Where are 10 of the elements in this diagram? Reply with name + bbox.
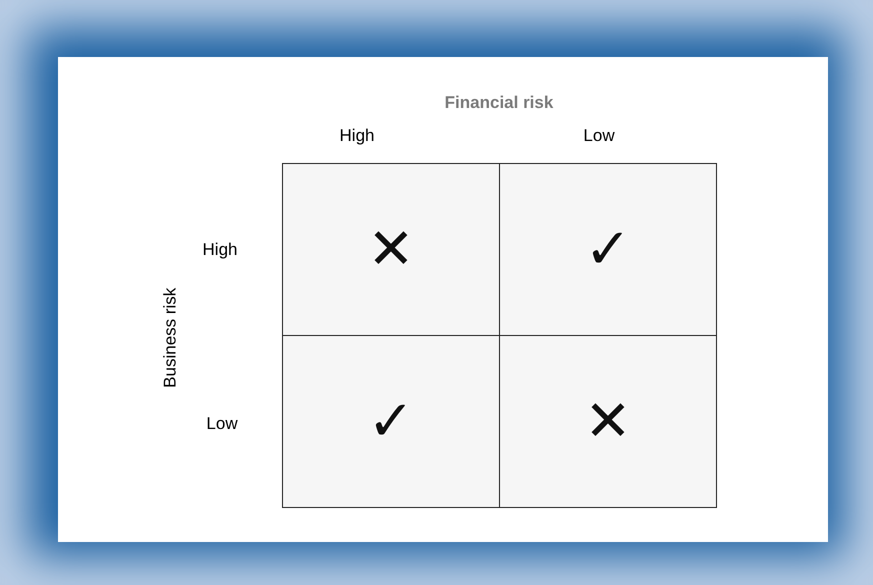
row-header: Low [205, 413, 239, 435]
axis-title: Financial risk [444, 92, 554, 114]
row-header: High [202, 239, 238, 261]
mark-symbol: ✕ [584, 394, 632, 450]
column-header: High [338, 125, 376, 147]
mark-symbol: ✓ [584, 222, 632, 278]
column-header: Low [582, 125, 616, 147]
mark-symbol: ✓ [368, 394, 414, 450]
axis-title: Business risk [159, 286, 180, 390]
mark-symbol: ✕ [368, 222, 414, 278]
